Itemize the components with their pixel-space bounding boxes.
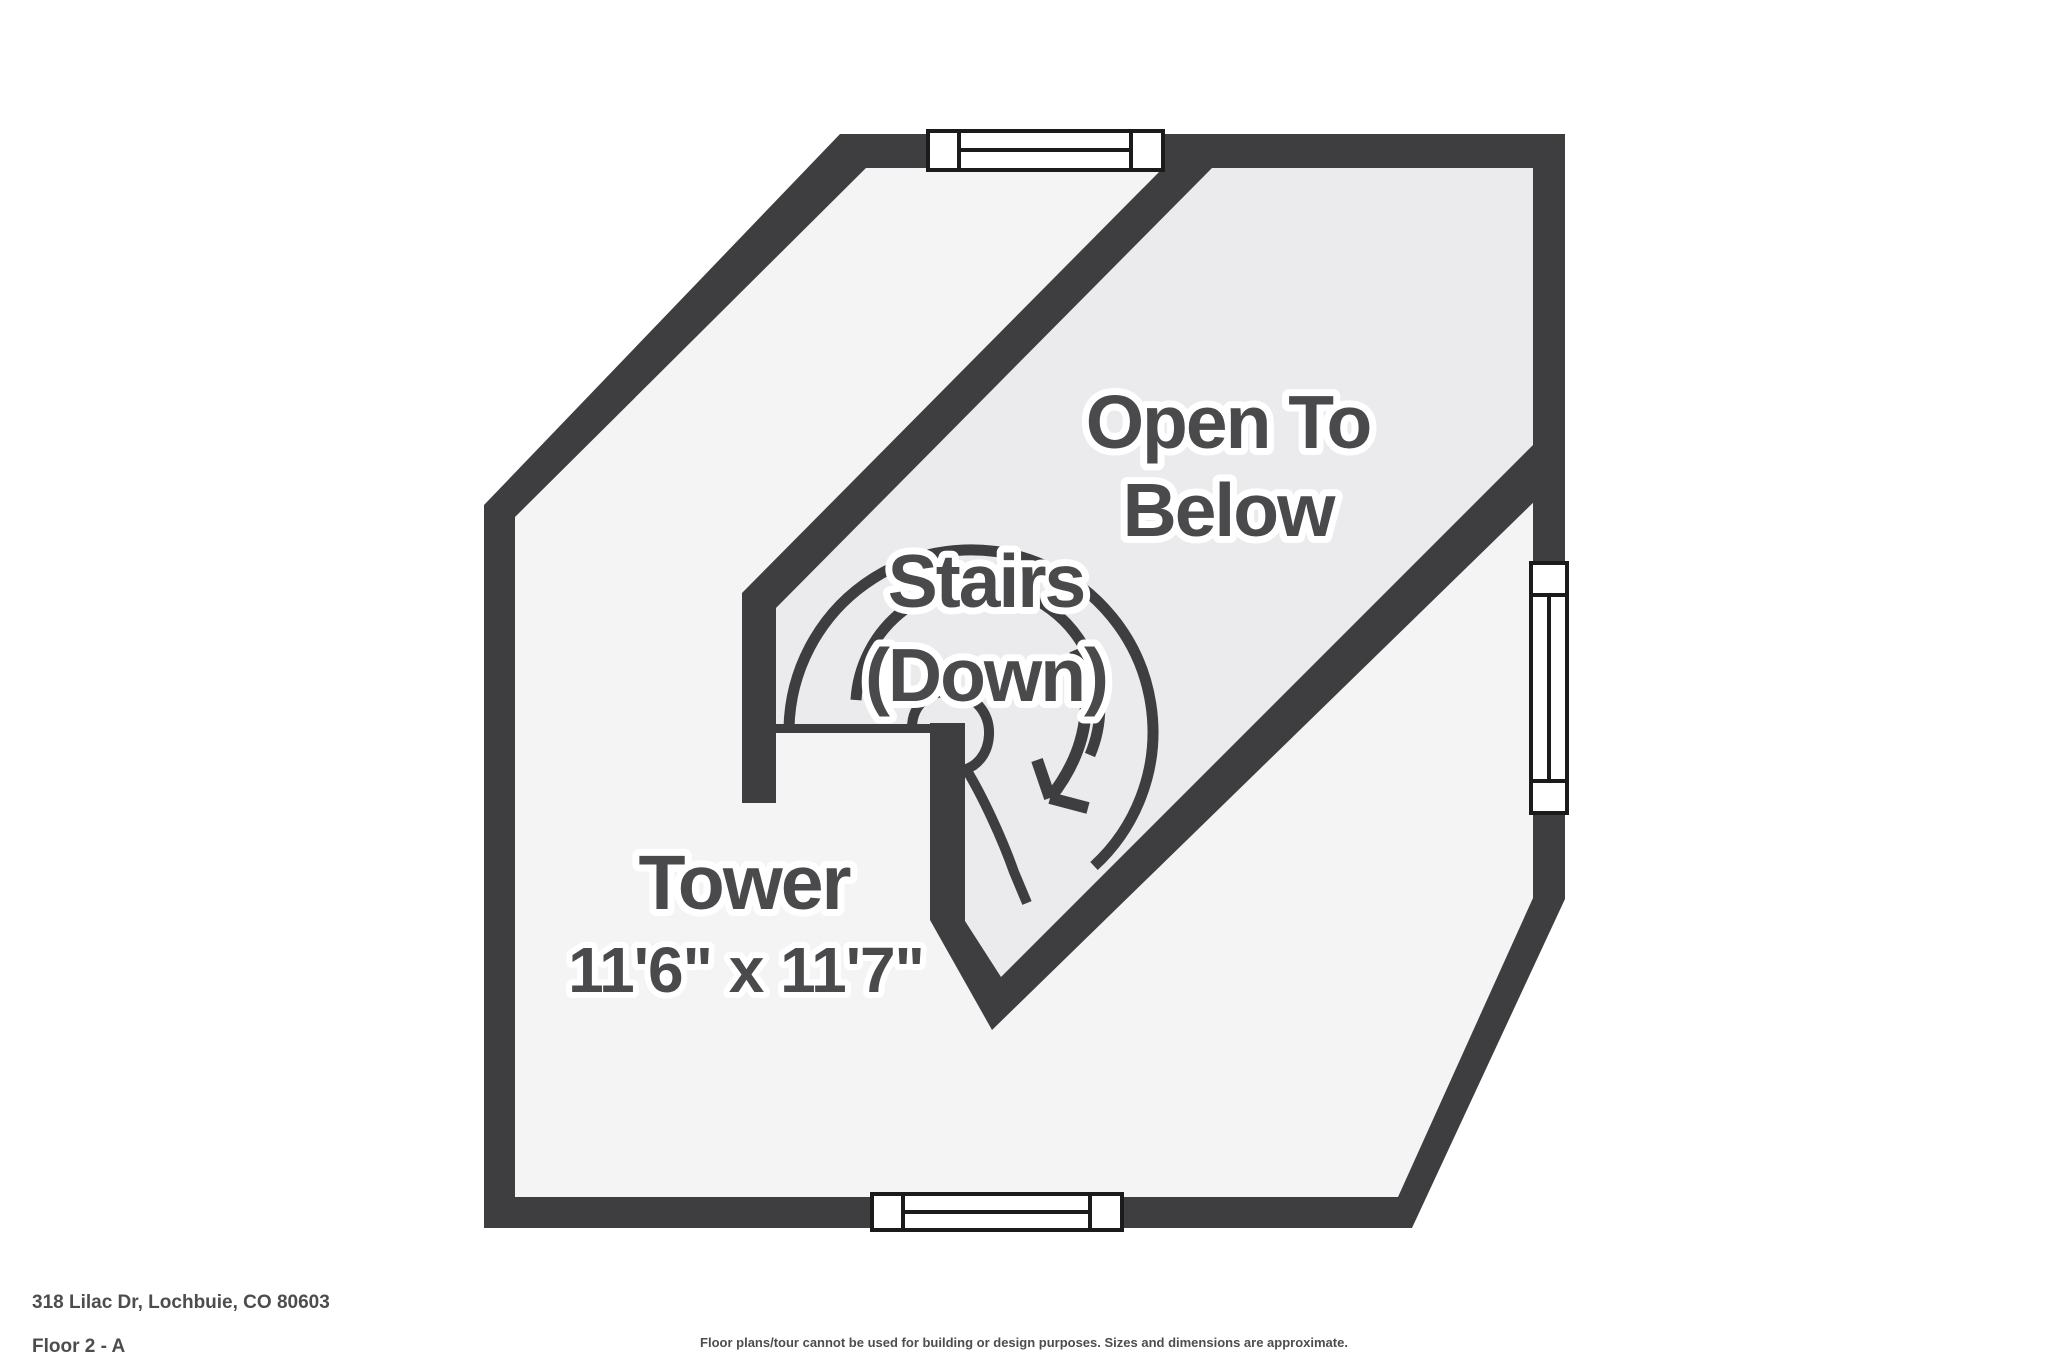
stairs-label-line1: Stairs [888, 539, 1084, 623]
tower-dimensions-label: 11'6" x 11'7" [568, 934, 924, 1006]
stair-direction-arrow [1031, 647, 1092, 814]
open-to-below-label-line2: Below [1123, 468, 1337, 552]
interior-wall-lower [930, 438, 1540, 1030]
stair-center-post [907, 686, 1032, 905]
stair-inner-arc [850, 579, 1106, 758]
disclaimer-label: Floor plans/tour cannot be used for buil… [700, 1335, 1348, 1350]
window-right [1529, 561, 1569, 815]
stair-outer-arc [783, 544, 1159, 871]
floor-number-label: Floor 2 - A [32, 1336, 126, 1357]
open-to-below-label-line1: Open To [1086, 380, 1371, 464]
tower-room-label: Tower [638, 840, 850, 926]
window-bottom [870, 1192, 1124, 1232]
outer-wall-outline [484, 134, 1565, 1228]
address-label: 318 Lilac Dr, Lochbuie, CO 80603 [32, 1292, 330, 1313]
stairs-label-line2: (Down) [865, 633, 1107, 717]
stair-landing-line [776, 724, 930, 733]
window-top [926, 129, 1165, 172]
